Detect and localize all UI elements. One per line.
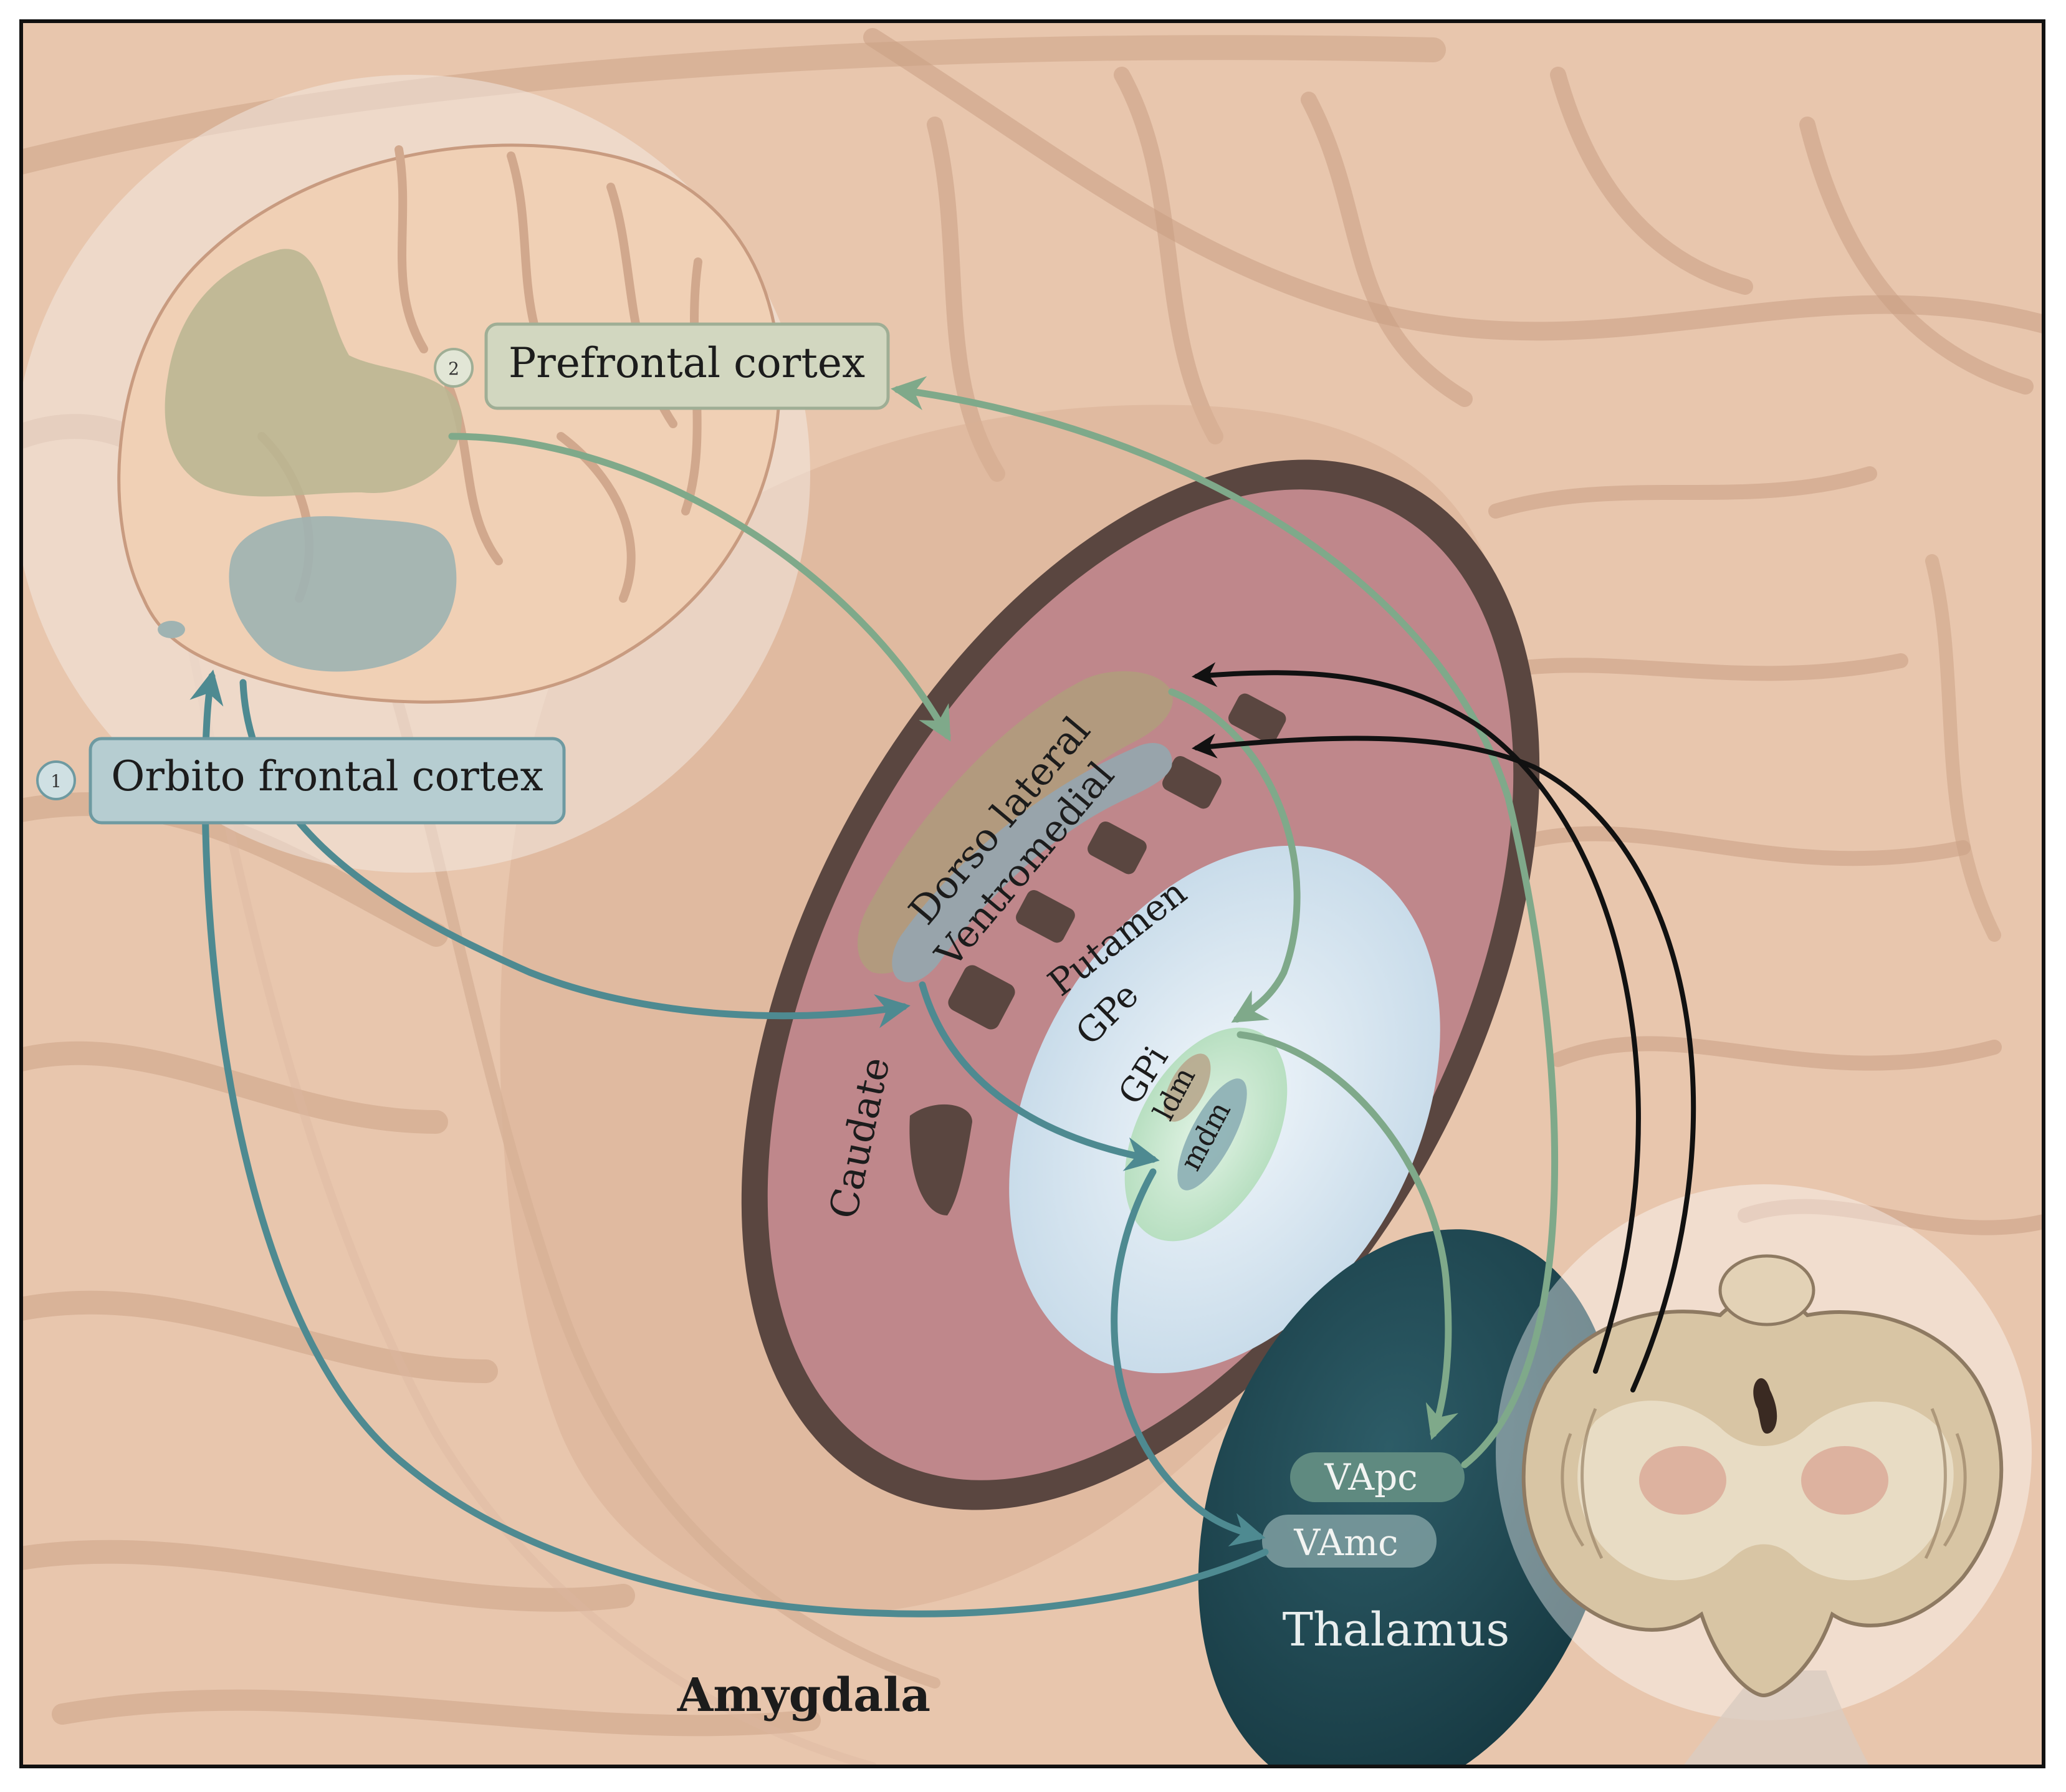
orbito-frontal-cortex-label-group: Orbito frontal cortex 1	[36, 737, 566, 825]
orbitofrontal-region	[229, 516, 457, 672]
pathway-brainstem-to-dorsolateral	[1192, 662, 1641, 1374]
badge-1	[36, 760, 76, 800]
thalamus-structure	[1198, 1229, 1619, 1766]
vamc-nucleus	[1262, 1515, 1437, 1568]
striatum-bridges	[909, 693, 1286, 1215]
vapc-label: VApc	[1324, 1456, 1417, 1498]
pathway-pfc-to-dorsolateral	[448, 433, 951, 742]
badge-2-label: 2	[448, 358, 459, 379]
orbito-frontal-cortex-label: Orbito frontal cortex	[111, 752, 543, 800]
pathway-ldm-to-vapc	[1236, 1031, 1458, 1440]
pathway-brainstem-to-ventromedial	[1192, 733, 1696, 1392]
orbito-frontal-cortex-box	[88, 737, 566, 825]
pathway-vapc-to-pfc	[891, 376, 1559, 1469]
pathway-mdm-to-vamc	[1111, 1168, 1266, 1547]
amygdala-label: Amygdala	[677, 1669, 930, 1722]
ldm-region	[1164, 1053, 1211, 1122]
ventromedial-territory	[892, 742, 1172, 982]
pathway-ventromedial-to-mdm	[919, 981, 1160, 1171]
brainstem-cross-section	[1521, 1254, 2004, 1766]
prefrontal-cortex-box	[484, 322, 890, 410]
lateral-brain-illustration	[117, 143, 782, 704]
prefrontal-region	[165, 249, 462, 497]
figure-frame	[19, 19, 2045, 1768]
vamc-label: VAmc	[1293, 1521, 1398, 1564]
badge-2	[434, 348, 474, 388]
illustration-area: Prefrontal cortex 2 Orbito frontal corte…	[21, 21, 2044, 1766]
pathway-dorsolateral-to-ldm	[1168, 688, 1301, 1023]
vapc-nucleus	[1290, 1452, 1465, 1502]
badge-1-label: 1	[50, 771, 62, 792]
prefrontal-cortex-label: Prefrontal cortex	[509, 339, 865, 387]
thalamus-label: Thalamus	[1283, 1603, 1510, 1657]
mdm-region	[1177, 1078, 1247, 1191]
prefrontal-cortex-label-group: Prefrontal cortex 2	[434, 322, 890, 410]
